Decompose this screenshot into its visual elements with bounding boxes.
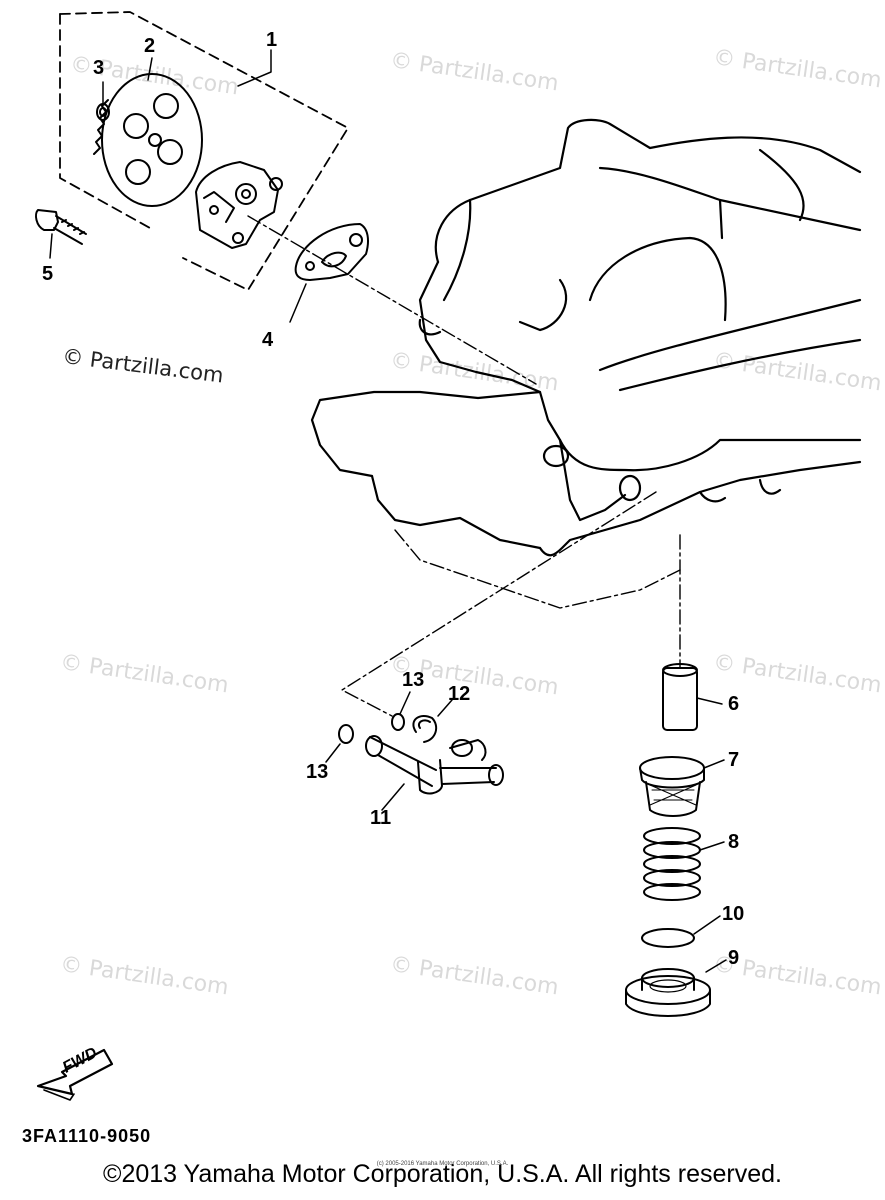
leader-9 [705, 959, 727, 973]
gasket [294, 223, 369, 281]
oil-strainer [639, 756, 705, 817]
bolt [35, 209, 87, 245]
leader-7 [703, 759, 725, 769]
fwd-arrow-icon [36, 1048, 114, 1101]
spring [643, 827, 701, 901]
callout-13b: 13 [306, 761, 329, 783]
callout-2: 2 [144, 35, 156, 57]
callout-12: 12 [448, 683, 471, 705]
circlip-12 [412, 714, 438, 743]
leader-13b [325, 743, 341, 763]
callout-8: 8 [728, 831, 740, 853]
drain-plug [625, 968, 711, 1017]
callout-1: 1 [266, 29, 278, 51]
leader-5 [49, 233, 53, 259]
leader-1 [237, 49, 272, 87]
leader-2 [147, 57, 153, 81]
callout-7: 7 [728, 749, 740, 771]
leader-10 [693, 915, 721, 935]
leader-8 [699, 841, 725, 851]
pipe [662, 663, 698, 731]
callout-10: 10 [722, 903, 745, 925]
callout-4: 4 [262, 329, 274, 351]
o-ring-13b [338, 724, 354, 744]
leader-13a [399, 691, 411, 715]
copyright-notice-small: (c) 2005-2016 Yamaha Motor Corporation, … [376, 1161, 509, 1167]
callout-13a: 13 [402, 669, 425, 691]
oil-delivery-pipe [365, 735, 504, 795]
pump-assembly-box [59, 11, 349, 291]
engine-crankcase [310, 118, 862, 557]
leader-11 [381, 783, 405, 811]
callout-11: 11 [370, 807, 392, 829]
callout-6: 6 [728, 693, 740, 715]
callout-5: 5 [42, 263, 54, 285]
diagram-code: 3FA1110-9050 [22, 1126, 152, 1146]
callout-9: 9 [728, 947, 740, 969]
leader-6 [696, 697, 723, 705]
o-ring-13a [391, 713, 405, 731]
leader-4 [289, 283, 307, 323]
reference-lines [247, 215, 681, 717]
oil-pump-gear [93, 73, 203, 207]
oil-pump-housing [195, 161, 283, 249]
leader-12 [437, 699, 453, 717]
o-ring [641, 928, 695, 948]
callout-3: 3 [93, 57, 105, 79]
copyright-notice: ©2013 Yamaha Motor Corporation, U.S.A. A… [103, 1160, 782, 1188]
